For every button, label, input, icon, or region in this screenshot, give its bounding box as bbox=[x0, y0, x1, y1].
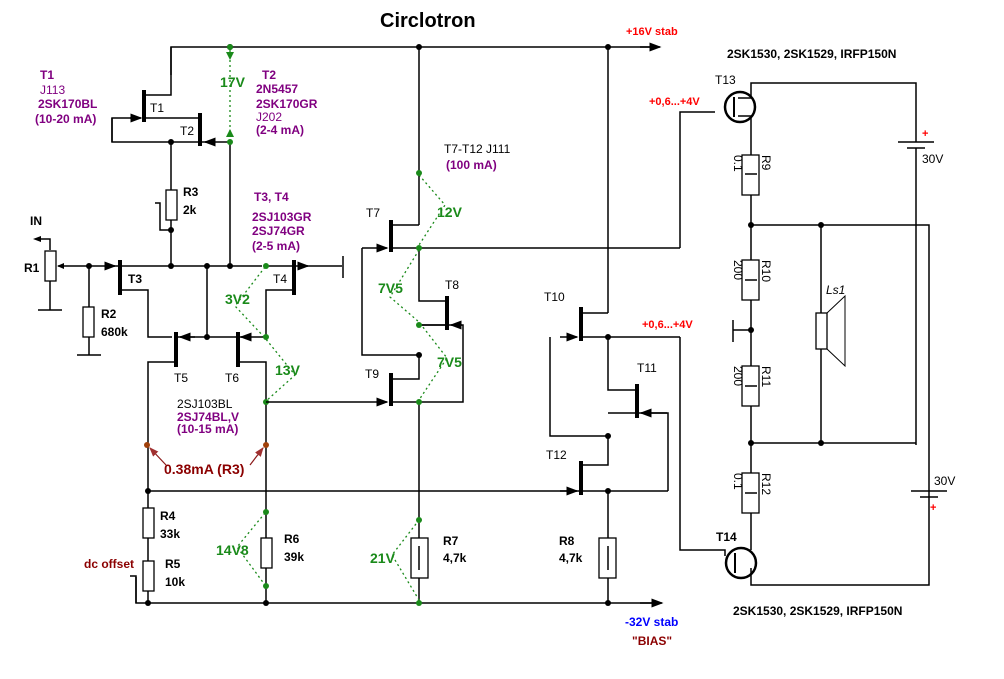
svg-text:R9: R9 bbox=[759, 155, 773, 171]
svg-text:T8: T8 bbox=[445, 278, 459, 292]
t4-label: T4 bbox=[273, 272, 287, 286]
svg-text:(100 mA): (100 mA) bbox=[446, 158, 497, 172]
svg-text:2SJ103BL: 2SJ103BL bbox=[177, 397, 233, 411]
voltage-markers-mid: 12V 7V5 7V5 21V bbox=[370, 170, 463, 606]
r2-value: 680k bbox=[101, 325, 128, 339]
r3-ref: R3 bbox=[183, 185, 199, 199]
svg-text:T12: T12 bbox=[546, 448, 567, 462]
svg-text:T1: T1 bbox=[40, 68, 54, 82]
svg-text:T2: T2 bbox=[262, 68, 276, 82]
svg-text:T7-T12 J111: T7-T12 J111 bbox=[444, 142, 511, 156]
svg-text:4,7k: 4,7k bbox=[443, 551, 467, 565]
svg-text:14V8: 14V8 bbox=[216, 542, 249, 558]
t2-label: T2 bbox=[180, 124, 194, 138]
svg-text:30V: 30V bbox=[934, 474, 955, 488]
svg-text:30V: 30V bbox=[922, 152, 943, 166]
positive-rail: +16V stab bbox=[170, 26, 678, 75]
svg-text:T11: T11 bbox=[637, 361, 657, 375]
r3-value: 2k bbox=[183, 203, 197, 217]
r2-ref: R2 bbox=[101, 307, 117, 321]
svg-text:10k: 10k bbox=[165, 575, 185, 589]
svg-text:R5: R5 bbox=[165, 557, 181, 571]
svg-text:4,7k: 4,7k bbox=[559, 551, 583, 565]
svg-text:T13: T13 bbox=[715, 73, 736, 87]
svg-text:200: 200 bbox=[731, 260, 745, 280]
svg-text:7V5: 7V5 bbox=[378, 280, 403, 296]
t10-t12-stage: T10 T11 T12 R8 4,7k +0,6...+4V bbox=[544, 47, 722, 603]
t1-notes: T1 J113 2SK170BL (10-20 mA) bbox=[35, 68, 97, 126]
t2-notes: T2 2N5457 2SK170GR J202 (2-4 mA) bbox=[256, 68, 318, 137]
output-device-note-bottom: 2SK1530, 2SK1529, IRFP150N bbox=[733, 604, 902, 618]
svg-text:2SJ74GR: 2SJ74GR bbox=[252, 224, 305, 238]
voltage-17v: 17V bbox=[220, 44, 246, 145]
svg-text:0.1: 0.1 bbox=[731, 473, 745, 490]
svg-text:T14: T14 bbox=[716, 530, 737, 544]
svg-text:T10: T10 bbox=[544, 290, 565, 304]
svg-text:+0,6...+4V: +0,6...+4V bbox=[642, 319, 693, 331]
svg-text:12V: 12V bbox=[437, 204, 463, 220]
t3-label: T3 bbox=[128, 272, 142, 286]
t5-label: T5 bbox=[174, 371, 188, 385]
r1-ref: R1 bbox=[24, 261, 40, 275]
svg-text:R11: R11 bbox=[759, 366, 773, 387]
svg-text:+: + bbox=[930, 502, 936, 514]
svg-text:R12: R12 bbox=[759, 473, 773, 495]
svg-text:R4: R4 bbox=[160, 509, 176, 523]
svg-text:13V: 13V bbox=[275, 362, 301, 378]
svg-text:33k: 33k bbox=[160, 527, 180, 541]
schematic-title: Circlotron bbox=[380, 10, 476, 32]
t1-label: T1 bbox=[150, 101, 164, 115]
svg-text:0.38mA (R3): 0.38mA (R3) bbox=[164, 461, 244, 477]
svg-text:(10-15 mA): (10-15 mA) bbox=[177, 422, 238, 436]
voltage-17v-label: 17V bbox=[220, 74, 246, 90]
svg-text:(10-20 mA): (10-20 mA) bbox=[35, 112, 96, 126]
svg-text:2SJ74BL,V: 2SJ74BL,V bbox=[177, 410, 239, 424]
svg-text:(2-5 mA): (2-5 mA) bbox=[252, 239, 300, 253]
svg-text:T7: T7 bbox=[366, 206, 380, 220]
current-annotation: 0.38mA (R3) bbox=[144, 442, 269, 477]
t1-t2-current-source: T1 T2 bbox=[111, 47, 231, 265]
differential-stage: T3 T5 T6 T4 2SJ103BL 2SJ74BL,V (10-15 mA… bbox=[104, 256, 344, 603]
input-label: IN bbox=[30, 214, 42, 228]
t3-t4-notes: T3, T4 2SJ103GR 2SJ74GR (2-5 mA) bbox=[252, 190, 312, 253]
voltage-14v8: 14V8 bbox=[216, 509, 269, 589]
svg-text:3V2: 3V2 bbox=[225, 291, 250, 307]
output-stage: 2SK1530, 2SK1529, IRFP150N T13 +0,6...+4… bbox=[649, 47, 955, 618]
bias-label: "BIAS" bbox=[632, 634, 672, 648]
positive-rail-label: +16V stab bbox=[626, 26, 678, 38]
dc-offset-label: dc offset bbox=[84, 557, 134, 571]
svg-text:R6: R6 bbox=[284, 532, 300, 546]
svg-text:2SK170GR: 2SK170GR bbox=[256, 97, 318, 111]
t7-t9-stage: T7 T8 T9 T7-T12 J111 (100 mA) R7 4,7k bbox=[266, 47, 715, 603]
svg-text:T3, T4: T3, T4 bbox=[254, 190, 289, 204]
svg-text:+0,6...+4V: +0,6...+4V bbox=[649, 96, 700, 108]
negative-rail: -32V stab "BIAS" bbox=[135, 577, 678, 648]
output-device-note-top: 2SK1530, 2SK1529, IRFP150N bbox=[727, 47, 896, 61]
svg-text:2SJ103GR: 2SJ103GR bbox=[252, 210, 312, 224]
svg-text:R7: R7 bbox=[443, 534, 459, 548]
svg-text:(2-4 mA): (2-4 mA) bbox=[256, 123, 304, 137]
voltage-3v2-13v: 3V2 13V bbox=[225, 263, 301, 405]
svg-text:J113: J113 bbox=[40, 83, 65, 97]
svg-text:21V: 21V bbox=[370, 550, 396, 566]
svg-text:200: 200 bbox=[731, 366, 745, 386]
bias-resistors: R4 33k R5 10k dc offset R6 39k bbox=[84, 488, 668, 603]
svg-text:+: + bbox=[922, 128, 928, 140]
svg-text:0.1: 0.1 bbox=[731, 155, 745, 172]
svg-text:R8: R8 bbox=[559, 534, 575, 548]
t6-label: T6 bbox=[225, 371, 239, 385]
r3-resistor: R3 2k bbox=[155, 142, 199, 265]
svg-text:J202: J202 bbox=[256, 110, 282, 124]
negative-rail-label: -32V stab bbox=[625, 615, 678, 629]
svg-text:2SK170BL: 2SK170BL bbox=[38, 97, 97, 111]
svg-text:7V5: 7V5 bbox=[437, 354, 462, 370]
svg-text:39k: 39k bbox=[284, 550, 304, 564]
input-stage: IN R1 R2 680k bbox=[24, 214, 128, 356]
speaker-label: Ls1 bbox=[826, 283, 845, 297]
svg-text:T9: T9 bbox=[365, 367, 379, 381]
svg-text:R10: R10 bbox=[759, 260, 773, 282]
svg-text:2N5457: 2N5457 bbox=[256, 82, 298, 96]
